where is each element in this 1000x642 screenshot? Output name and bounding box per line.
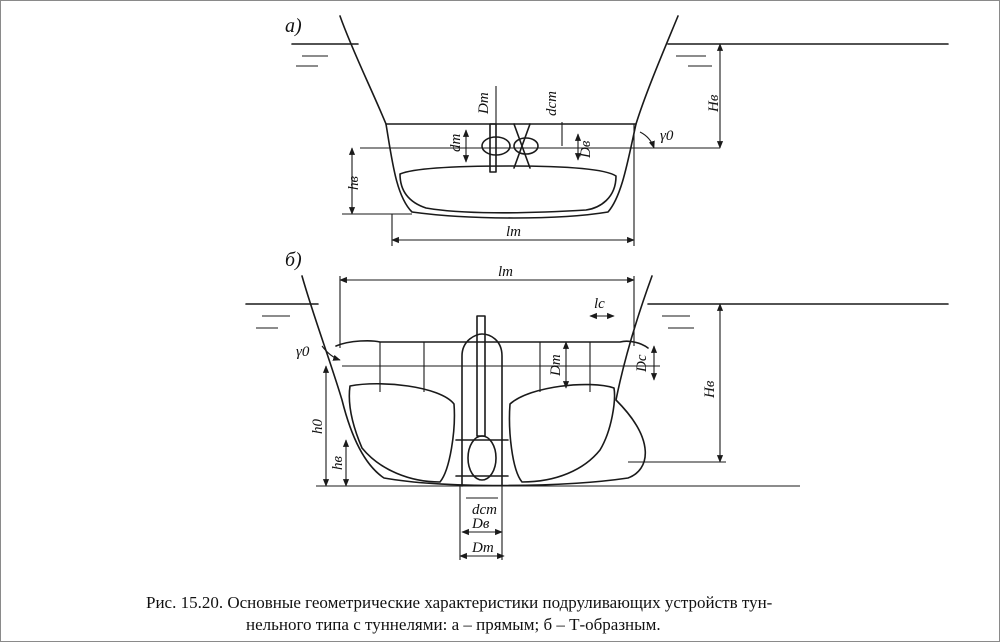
- label-a: а): [285, 15, 302, 37]
- ext-lT-b: [339, 276, 635, 348]
- label-dT-a: dт: [448, 134, 464, 153]
- label-hB-b: hв: [330, 456, 346, 471]
- water-hatch-right-b: [662, 315, 694, 329]
- label-lT-b: lт: [498, 264, 513, 280]
- label-DT-b: Dт: [471, 540, 494, 556]
- label-gamma-b: γ0: [296, 344, 310, 360]
- vertical-tunnel-b: [461, 333, 503, 487]
- ext-lT-a: [391, 124, 635, 246]
- water-hatch-right-a: [676, 55, 712, 67]
- propeller-blades-b: [455, 439, 509, 477]
- hull-outline-a: [339, 15, 679, 219]
- label-b: б): [285, 249, 302, 271]
- label-gamma-a: γ0: [660, 128, 674, 144]
- water-hatch-left-b: [256, 315, 290, 329]
- tunnel-extension-b: [459, 486, 503, 560]
- inner-lobe-left-b: [348, 382, 456, 483]
- label-hB-a: hв: [346, 176, 362, 191]
- shaft-housing-a: [489, 123, 497, 173]
- label-DT-a: Dт: [476, 92, 492, 115]
- diagram-b: б) lт: [245, 249, 949, 560]
- label-lc-b: lc: [594, 296, 605, 312]
- water-hatch-left-a: [296, 55, 328, 67]
- angle-gamma-a: [639, 131, 655, 149]
- label-HB-b: Hв: [702, 380, 718, 399]
- caption-line-1: Рис. 15.20. Основные геометрические хара…: [146, 593, 773, 612]
- label-h0-b: h0: [310, 419, 326, 435]
- hub-b: [467, 435, 497, 481]
- hull-outline-b: [301, 275, 653, 487]
- tunnel-sections-b: [379, 342, 591, 392]
- label-Dc-b: Dc: [634, 354, 650, 373]
- label-DT-upper-b: Dт: [548, 354, 564, 377]
- label-DB-a: Dв: [578, 140, 594, 159]
- propeller-blades-a: [513, 123, 531, 169]
- hub-right-a: [513, 137, 539, 155]
- tunnel-top-b: [335, 340, 649, 349]
- label-lT-a: lт: [506, 224, 521, 240]
- inner-lobe-right-b: [508, 383, 616, 483]
- angle-gamma-b: [321, 345, 341, 361]
- label-dCT-b: dст: [472, 502, 497, 518]
- label-dCT-a: dст: [544, 91, 560, 116]
- inner-contour-a: [399, 165, 617, 214]
- hub-left-a: [481, 136, 511, 156]
- label-DB-b: Dв: [471, 516, 490, 532]
- diagram-a: а) Dт dт dст Dв Hв hв: [285, 15, 949, 246]
- label-HB-a: Hв: [706, 94, 722, 113]
- caption-line-2: нельного типа с туннелями: а – прямым; б…: [246, 615, 661, 634]
